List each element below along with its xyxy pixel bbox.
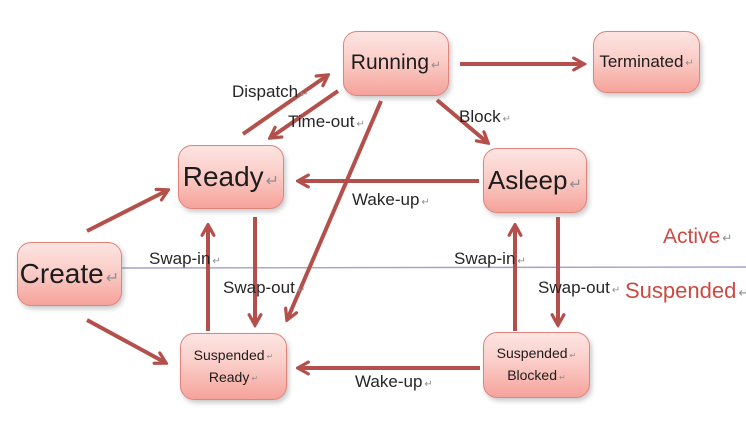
paragraph-mark-icon: ↵ — [212, 255, 221, 267]
node-label-text: Create — [19, 258, 104, 290]
paragraph-mark-icon: ↵ — [265, 171, 280, 190]
active-suspended-divider-line — [120, 266, 746, 269]
edge-label-swapout-right: Swap-out↵ — [538, 278, 620, 298]
paragraph-mark-icon: ↵ — [569, 175, 583, 193]
arrow-running-to-suspended-ready — [287, 100, 383, 320]
node-suspended-ready: Suspended↵ Ready↵ — [180, 333, 287, 400]
paragraph-mark-icon: ↵ — [559, 372, 566, 382]
node-label-text: Suspended — [193, 346, 265, 363]
paragraph-mark-icon: ↵ — [356, 118, 365, 130]
arrow-timeout-running-to-ready — [270, 89, 340, 138]
node-terminated: Terminated↵ — [593, 31, 700, 93]
region-label-text: Active — [663, 225, 721, 248]
paragraph-mark-icon: ↵ — [251, 374, 259, 384]
node-running-label: Running↵ — [351, 47, 441, 80]
paragraph-mark-icon: ↵ — [611, 284, 621, 296]
edge-label-swapin-right: Swap-in↵ — [454, 249, 526, 269]
node-label-text: Suspended — [496, 345, 568, 362]
region-label-active: Active↵ — [663, 225, 732, 249]
node-label-text: Terminated — [599, 51, 684, 71]
edge-label-text: Swap-in — [454, 249, 516, 268]
paragraph-mark-icon: ↵ — [502, 113, 511, 125]
paragraph-mark-icon: ↵ — [300, 88, 309, 100]
paragraph-mark-icon: ↵ — [431, 57, 442, 72]
edge-label-text: Wake-up — [355, 372, 423, 391]
node-suspended-blocked-line2: Blocked↵ — [507, 365, 566, 387]
paragraph-mark-icon: ↵ — [421, 196, 430, 208]
edge-label-block: Block↵ — [459, 107, 511, 127]
node-suspended-ready-line2: Ready↵ — [209, 367, 258, 389]
node-asleep-label: Asleep↵ — [488, 160, 582, 200]
node-create-label: Create↵ — [20, 252, 120, 295]
edge-label-swapin-left: Swap-in↵ — [149, 249, 221, 269]
node-label-text: Ready — [208, 368, 250, 385]
node-label-text: Ready — [182, 161, 264, 193]
edge-label-text: Time-out — [288, 112, 355, 131]
paragraph-mark-icon: ↵ — [722, 231, 733, 246]
edge-label-text: Dispatch — [232, 82, 299, 101]
arrow-dispatch-ready-to-running — [241, 75, 328, 136]
node-suspended-blocked-line1: Suspended↵ — [497, 343, 577, 365]
node-ready-label: Ready↵ — [183, 155, 280, 198]
paragraph-mark-icon: ↵ — [105, 268, 120, 287]
edge-label-swapout-left: Swap-out↵ — [223, 278, 305, 298]
node-label-text: Asleep — [487, 165, 568, 196]
edge-label-text: Swap-out — [223, 278, 295, 297]
node-label-text: Blocked — [507, 367, 557, 383]
paragraph-mark-icon: ↵ — [569, 350, 577, 360]
paragraph-mark-icon: ↵ — [517, 255, 526, 267]
arrow-create-to-suspendedready — [86, 318, 166, 363]
node-label-text: Running — [350, 51, 430, 75]
paragraph-mark-icon: ↵ — [266, 352, 274, 362]
region-label-suspended: Suspended↵ — [625, 278, 746, 304]
node-suspended-blocked: Suspended↵ Blocked↵ — [483, 332, 590, 398]
edge-label-text: Wake-up — [352, 190, 420, 209]
paragraph-mark-icon: ↵ — [685, 58, 694, 70]
node-ready: Ready↵ — [178, 145, 284, 209]
edge-label-text: Swap-in — [149, 249, 211, 268]
edge-label-wakeup-top: Wake-up↵ — [352, 190, 430, 210]
paragraph-mark-icon: ↵ — [424, 378, 433, 390]
edge-label-dispatch: Dispatch↵ — [232, 82, 308, 102]
edge-label-text: Block — [459, 107, 501, 126]
arrow-block-running-to-asleep — [435, 98, 488, 143]
arrow-create-to-ready — [86, 190, 168, 233]
node-asleep: Asleep↵ — [483, 148, 587, 213]
edge-label-timeout: Time-out↵ — [288, 112, 365, 132]
node-create: Create↵ — [17, 242, 122, 306]
region-label-text: Suspended — [625, 278, 737, 303]
edge-label-text: Swap-out — [538, 278, 610, 297]
node-suspended-ready-line1: Suspended↵ — [194, 345, 274, 367]
paragraph-mark-icon: ↵ — [738, 285, 746, 301]
node-running: Running↵ — [343, 31, 449, 96]
node-terminated-label: Terminated↵ — [599, 49, 693, 75]
paragraph-mark-icon: ↵ — [296, 284, 306, 296]
edge-label-wakeup-bottom: Wake-up↵ — [355, 372, 433, 392]
